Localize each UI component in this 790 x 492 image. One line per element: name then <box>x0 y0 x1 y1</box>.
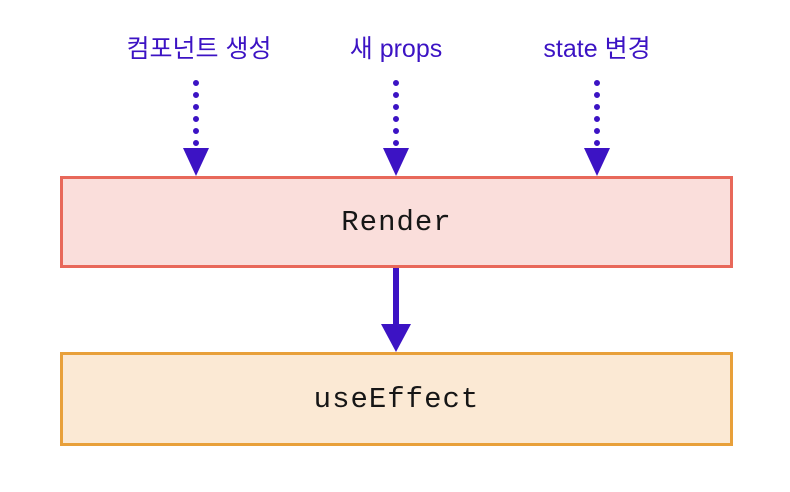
arrowhead-icon <box>584 148 610 176</box>
arrow-stem <box>594 80 600 146</box>
node-render: Render <box>60 176 733 268</box>
dotted-arrow-state-change-to-render <box>584 80 610 176</box>
trigger-label-component-mount: 컴포넌트 생성 <box>126 35 272 63</box>
trigger-label-new-props: 새 props <box>349 35 443 63</box>
arrow-stem <box>393 268 399 328</box>
arrow-stem <box>193 80 199 146</box>
dotted-arrow-component-mount-to-render <box>183 80 209 176</box>
arrowhead-icon <box>383 148 409 176</box>
arrowhead-icon <box>381 324 411 352</box>
arrow-stem <box>393 80 399 146</box>
dotted-arrow-new-props-to-render <box>383 80 409 176</box>
node-useeffect: useEffect <box>60 352 733 446</box>
trigger-label-state-change: state 변경 <box>543 35 651 63</box>
arrowhead-icon <box>183 148 209 176</box>
flow-arrow-render-to-useeffect <box>381 268 411 352</box>
